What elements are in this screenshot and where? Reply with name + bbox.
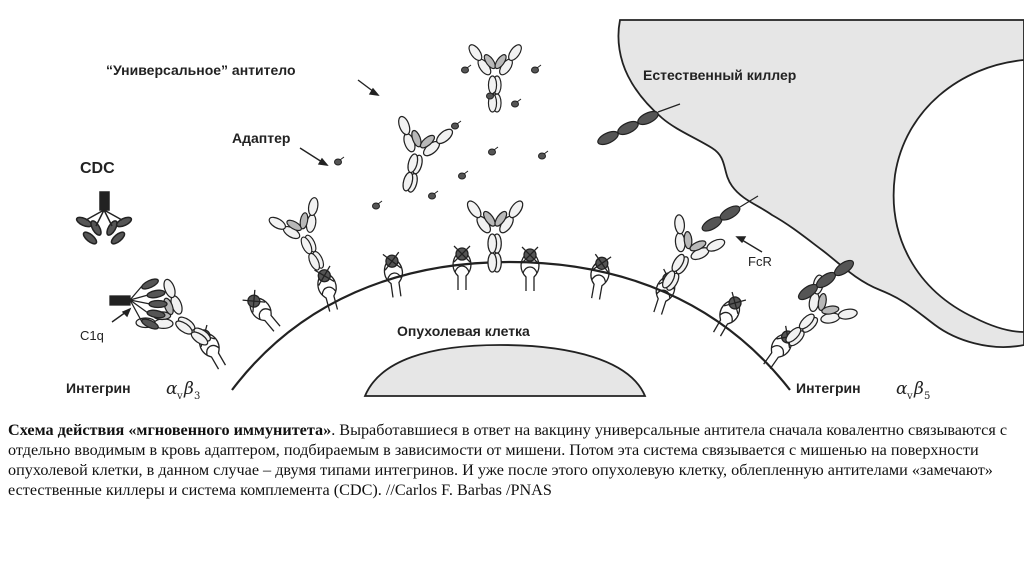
label-universal-antibody: “Универсальное” антитело <box>106 62 296 78</box>
integrin-right-sub-v: v <box>906 391 913 402</box>
integrin-left-text: Интегрин <box>66 380 131 396</box>
integrin-left-sub-3: 3 <box>194 391 200 402</box>
label-integrin-right: Интегрин α v β 5 <box>796 379 930 402</box>
label-integrin-left: Интегрин α v β 3 <box>66 379 200 402</box>
tumor-nucleus <box>363 344 647 397</box>
figure-caption: Схема действия «мгновенного иммунитета».… <box>8 420 1016 500</box>
caption-text: . Выработавшиеся в ответ на вакцину унив… <box>8 421 1007 499</box>
label-adapter: Адаптер <box>232 130 290 146</box>
caption-title: Схема действия «мгновенного иммунитета» <box>8 421 332 439</box>
label-c1q: C1q <box>80 328 104 343</box>
killer-nucleus <box>892 59 1024 333</box>
free-antibodies <box>378 42 525 200</box>
integrin-right-sub-5: 5 <box>924 391 930 402</box>
integrin-left-alpha: α <box>166 379 178 399</box>
label-fcr: FcR <box>748 254 772 269</box>
fc-receptors <box>597 103 855 301</box>
label-natural-killer: Естественный киллер <box>643 67 796 83</box>
integrin-left-sub-v: v <box>176 391 183 402</box>
bound-antibodies <box>130 193 863 367</box>
integrin-right-text: Интегрин <box>796 380 861 396</box>
immunity-diagram: “Универсальное” антитело Адаптер CDC Ест… <box>66 19 1024 402</box>
tumor-cell-membrane <box>231 260 791 391</box>
cdc-complex <box>75 191 133 245</box>
integrin-right-alpha: α <box>896 379 908 399</box>
label-cdc: CDC <box>80 160 115 177</box>
integrin-left-beta: β <box>183 379 194 399</box>
label-tumor-cell: Опухолевая клетка <box>397 323 530 339</box>
c1q-complex <box>109 278 168 330</box>
label-arrows <box>111 79 763 323</box>
integrin-right-beta: β <box>913 379 924 399</box>
